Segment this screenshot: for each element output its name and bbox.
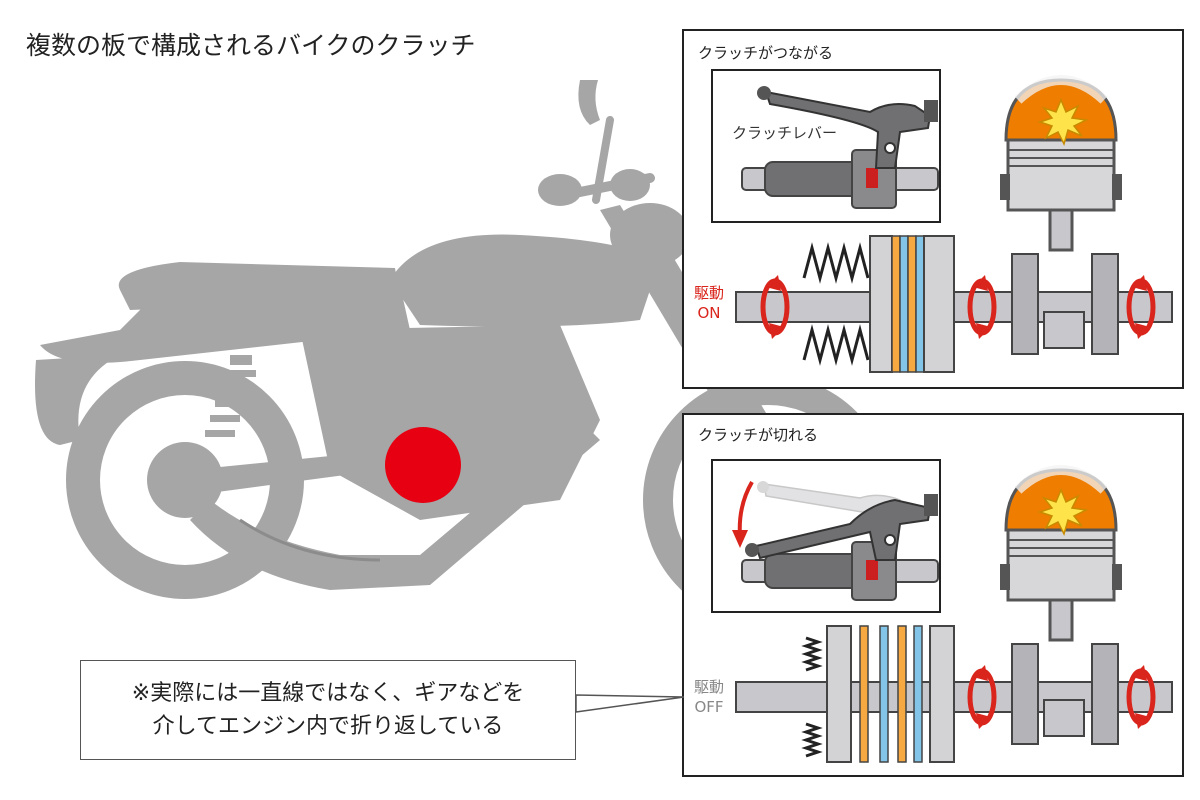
drive-on-label: 駆動 ON — [694, 283, 724, 323]
clutch-pack — [869, 235, 955, 373]
clutch-lever-label: クラッチレバー — [732, 124, 838, 142]
page-title: 複数の板で構成されるバイクのクラッチ — [26, 31, 476, 60]
drive-state: ON — [697, 304, 721, 322]
panel-disengaged — [682, 413, 1184, 777]
note-pointer — [575, 694, 685, 713]
panel-engaged-title: クラッチがつながる — [698, 44, 834, 62]
clutch-lever-icon — [732, 480, 939, 601]
note-line-1: ※実際には一直線ではなく、ギアなどを — [131, 681, 525, 706]
spring-icon — [801, 722, 823, 758]
drive-off-label: 駆動 OFF — [694, 677, 724, 717]
drive-label: 駆動 — [694, 678, 725, 696]
drive-state: OFF — [694, 698, 724, 716]
clutch-pack — [826, 625, 955, 763]
note-callout: ※実際には一直線ではなく、ギアなどを 介してエンジン内で折り返している — [80, 660, 576, 760]
drive-label: 駆動 — [694, 284, 725, 302]
clutch-lever-icon — [741, 86, 939, 209]
spring-icon — [802, 242, 870, 284]
spring-icon — [802, 324, 870, 366]
clutch-location-marker — [385, 427, 461, 503]
panel-disengaged-title: クラッチが切れる — [698, 426, 819, 444]
panel-engaged — [682, 29, 1184, 389]
note-line-2: 介してエンジン内で折り返している — [152, 714, 504, 739]
spring-icon — [801, 636, 823, 672]
